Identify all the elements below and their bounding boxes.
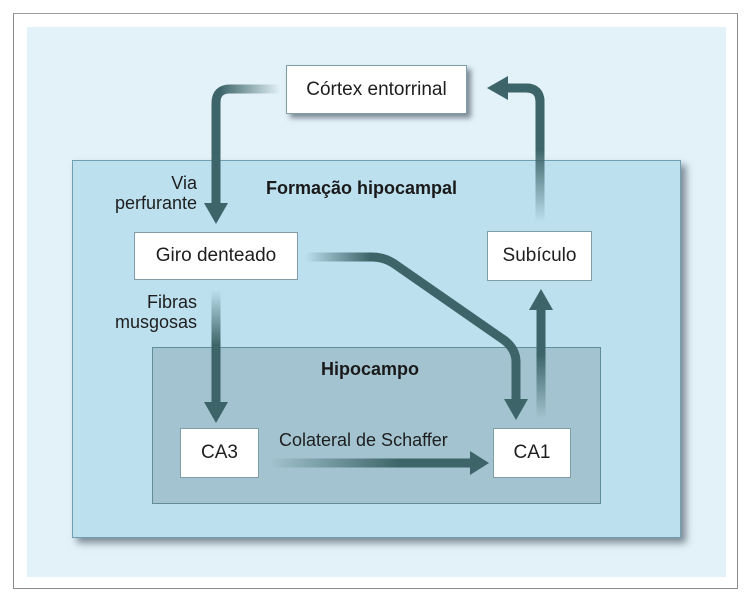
label-via-perfurante: Via perfurante	[115, 173, 197, 213]
label-via-perfurante-line1: Via	[171, 173, 197, 193]
node-cortex-entorrinal: Córtex entorrinal	[286, 65, 467, 114]
arrow-giro-ca1	[305, 252, 521, 402]
node-label: Subículo	[502, 245, 577, 266]
arrowhead-fibras-musgosas	[204, 402, 228, 423]
node-ca3: CA3	[180, 428, 259, 478]
arrow-subiculo-cortex	[505, 83, 545, 222]
node-label: Giro denteado	[155, 245, 277, 266]
label-fibras-line1: Fibras	[146, 292, 197, 312]
node-subiculo: Subículo	[487, 231, 592, 281]
node-ca1: CA1	[493, 428, 571, 478]
node-label: Córtex entorrinal	[306, 78, 447, 100]
region-title-formacao: Formação hipocampal	[266, 178, 458, 198]
arrowhead-colateral-schaffer	[470, 451, 489, 475]
arrow-subiculo-cortex-top	[505, 83, 545, 150]
label-fibras-line2: musgosas	[114, 312, 197, 332]
arrowhead-giro-ca1	[504, 399, 528, 420]
arrow-via-perfurante	[211, 84, 280, 205]
node-label: CA1	[513, 442, 551, 463]
label-colateral-schaffer: Colateral de Schaffer	[279, 430, 448, 450]
node-giro-denteado: Giro denteado	[134, 232, 298, 280]
label-fibras-musgosas: Fibras musgosas	[115, 292, 197, 332]
arrowhead-via-perfurante	[204, 203, 228, 224]
arrowhead-subiculo-cortex	[487, 76, 508, 100]
node-label: CA3	[201, 442, 238, 463]
label-via-perfurante-line2: perfurante	[114, 193, 197, 213]
arrowhead-ca1-subiculo	[529, 289, 553, 310]
region-title-hipocampo: Hipocampo	[321, 359, 420, 379]
